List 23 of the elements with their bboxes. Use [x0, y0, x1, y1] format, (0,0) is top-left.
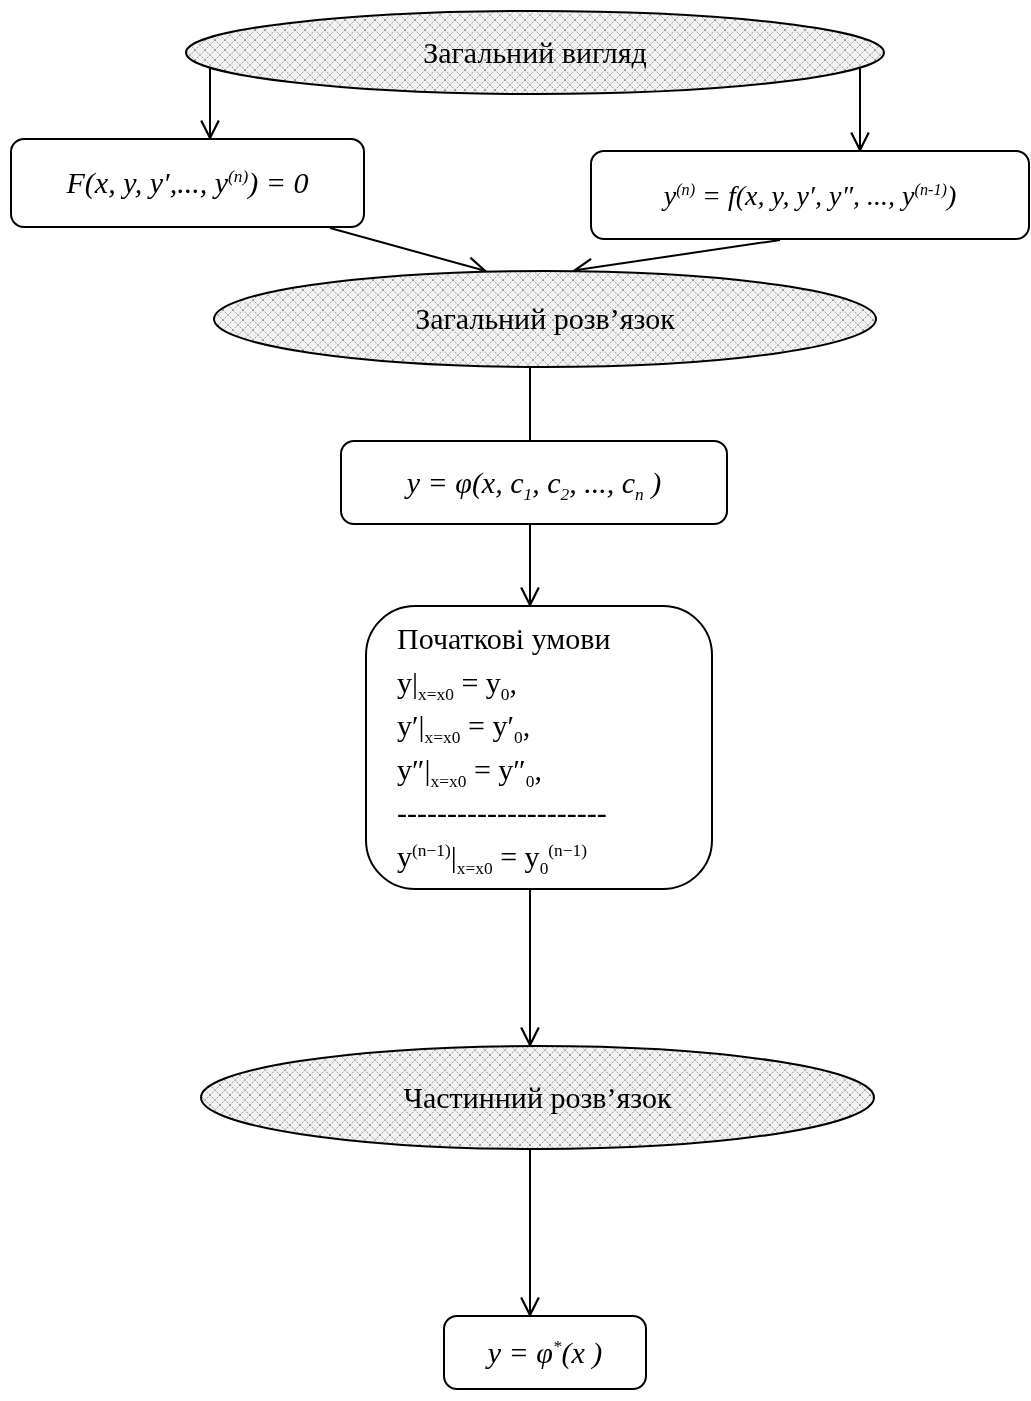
formula: y$^{(n)}$ = f(x, y, y′, y″, ..., y$^{(n-1)}$) [663, 178, 957, 213]
formula-box [10, 138, 365, 228]
arrow [200, 67, 220, 140]
formula-box [340, 440, 728, 525]
arrow [520, 889, 540, 1047]
formula: y = φ$^{*}$(x ) [487, 1334, 603, 1371]
formula: F(x, y, y′,..., y$^{(n)}$) = 0 [66, 165, 309, 202]
formula: y = φ(x, c$_{1}$, c$_{2}$, ..., c$_{n}$ ) [406, 464, 662, 502]
node-title: Частинний розв’язок [403, 1079, 672, 1116]
arrow [520, 1149, 540, 1317]
node-title: Загальний розв’язок [415, 301, 675, 338]
condition-box [365, 605, 713, 890]
formula-box [443, 1315, 647, 1390]
formula: --------------------- [397, 795, 607, 831]
formula: y″|$_{x=x0}$ = y″$_{0}$, [397, 751, 543, 788]
node-title: Загальний вигляд [423, 34, 647, 71]
formula: y|$_{x=x0}$ = y$_{0}$, [397, 664, 518, 701]
formula-box [590, 150, 1030, 240]
formula: y′|$_{x=x0}$ = y′$_{0}$, [397, 708, 531, 745]
arrow [850, 67, 870, 152]
node-heading: Початкові умови [397, 621, 611, 657]
arrow [520, 524, 540, 607]
connector-line [529, 366, 531, 441]
